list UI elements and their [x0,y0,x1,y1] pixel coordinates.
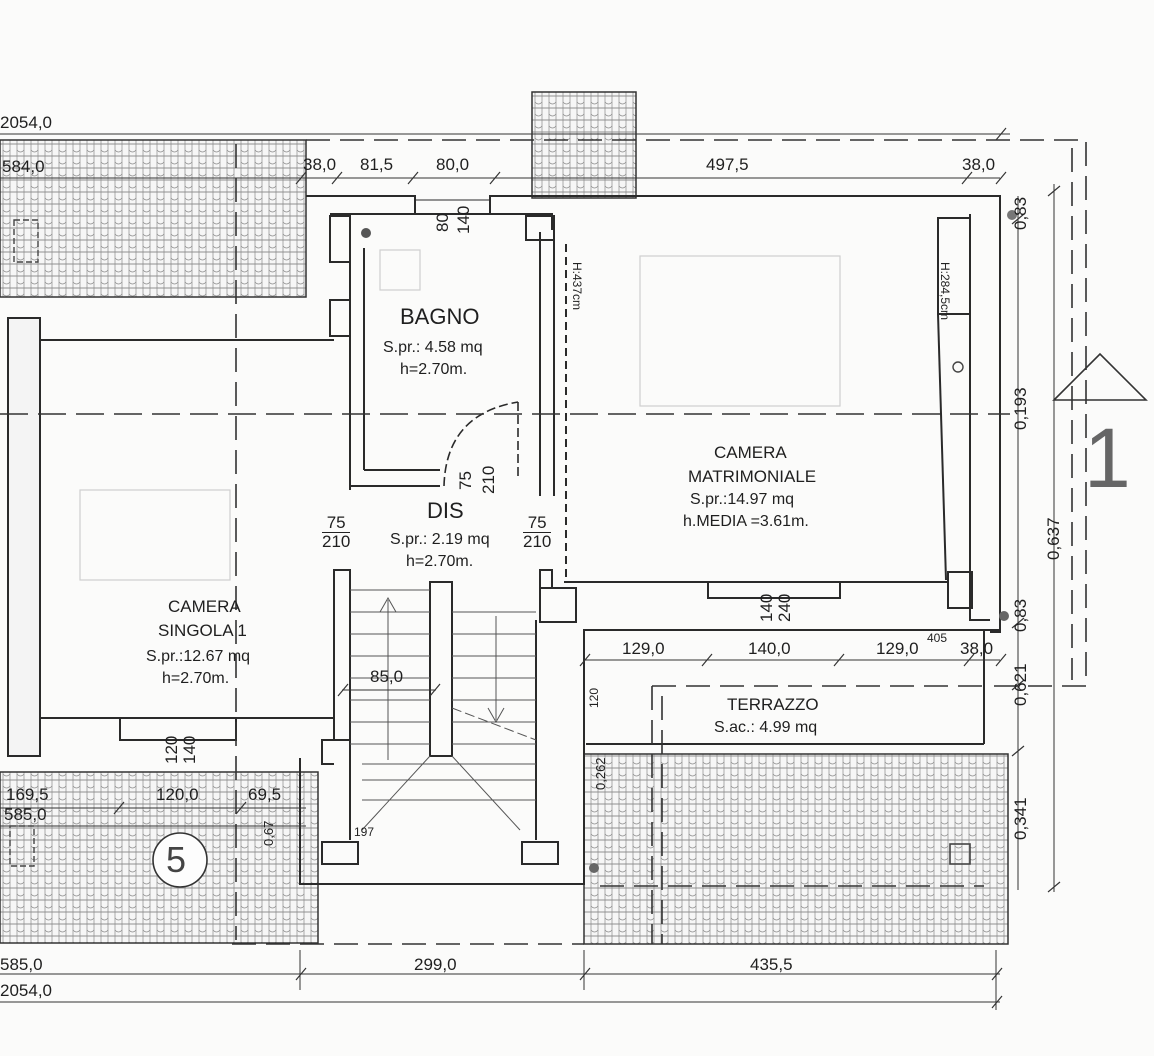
dim-bottom-1: 585,0 [0,955,43,974]
door-dis-right: 75 210 [523,514,552,551]
room-bagno-height: h=2.70m. [400,361,468,378]
dim-terrace-depth: 120 [587,687,601,708]
dim-top-2: 81,5 [360,155,394,174]
stair-treads [350,589,537,831]
room-singola-name-1: CAMERA [168,597,241,616]
dim-terrace-small: 405 [927,631,948,645]
dim-terrace-2: 140,0 [748,639,791,658]
room-matrimoniale-height: h.MEDIA =3.61m. [683,513,809,530]
dim-right-1: 0,83 [1011,196,1030,230]
dim-lower-2: 120,0 [156,785,199,804]
wall-height-matrimoniale: H:284,5cm [938,262,952,321]
dim-right-3: 0,637 [1044,517,1063,560]
room-dis-height: h=2.70m. [406,553,474,570]
door-dis-right-height: 210 [523,532,552,551]
room-terrazzo-name: TERRAZZO [727,695,819,714]
dim-lower-3: 69,5 [248,785,282,804]
room-bagno-name: BAGNO [400,304,480,329]
wall-height-bagno: H:437cm [570,262,584,311]
door-bagno-window-b: 140 [454,205,473,234]
door-singola-window-b: 140 [180,735,199,764]
room-terrazzo-area: S.ac.: 4.99 mq [714,719,818,736]
dim-terrace-4: 38,0 [960,639,994,658]
dim-stair-small: 197 [354,825,375,839]
dim-bottom-3: 435,5 [750,955,793,974]
room-matrimoniale-area: S.pr.:14.97 mq [690,491,795,508]
dim-top-total: 2054,0 [0,113,52,132]
faint-furniture [79,249,841,581]
dim-right-4: 0,83 [1011,598,1030,632]
door-dis-left-width: 75 [322,514,351,533]
roof-tiles [0,91,1009,945]
room-bagno-area: S.pr.: 4.58 mq [383,339,483,356]
dim-terrace-3: 129,0 [876,639,919,658]
dim-stair-width: 85,0 [370,667,404,686]
view-marker-circle [152,832,208,888]
outline-dashed [232,139,1087,945]
dim-right-6: 0,341 [1011,797,1030,840]
dim-top-3: 80,0 [436,155,470,174]
dimension-ticks [113,127,1061,1009]
dim-top-5: 38,0 [962,155,996,174]
room-dis-area: S.pr.: 2.19 mq [390,531,490,548]
dim-bottom-2: 299,0 [414,955,457,974]
door-dis-left-height: 210 [322,532,351,551]
door-bagno-b: 210 [479,465,498,494]
dim-top-4: 497,5 [706,155,749,174]
room-matrimoniale-name-1: CAMERA [714,443,787,462]
dim-right-2: 0,193 [1011,387,1030,430]
dim-right-5: 0,621 [1011,663,1030,706]
room-singola-area: S.pr.:12.67 mq [146,648,251,665]
dim-top-1: 38,0 [303,155,337,174]
dimension-lines [0,133,1055,1010]
view-number: 5 [166,839,187,880]
door-matr-window-a: 140 [757,593,776,622]
room-matrimoniale-name-2: MATRIMONIALE [688,467,817,486]
dim-terrace-1: 129,0 [622,639,665,658]
dim-small-left: 0,67 [261,820,276,846]
door-bagno-window-a: 80 [433,213,452,232]
dim-small-terrace: 0,262 [593,757,608,790]
room-singola-height: h=2.70m. [162,670,230,687]
room-singola-name-2: SINGOLA 1 [158,621,247,640]
door-dis-left: 75 210 [322,514,351,551]
dim-bottom-total: 2054,0 [0,981,52,1000]
door-matr-window-b: 240 [775,593,794,622]
door-singola-window-a: 120 [162,735,181,764]
door-dis-right-width: 75 [523,514,552,533]
walls [7,195,1001,885]
section-number: 1 [1084,411,1131,505]
dim-lower-4: 585,0 [4,805,47,824]
section-marker-triangle [1052,352,1148,401]
dim-lower-1: 169,5 [6,785,49,804]
door-bagno-a: 75 [456,471,475,490]
dim-top-left: 584,0 [2,157,45,176]
room-dis-name: DIS [427,498,464,523]
bagno-door-swing [443,401,519,487]
